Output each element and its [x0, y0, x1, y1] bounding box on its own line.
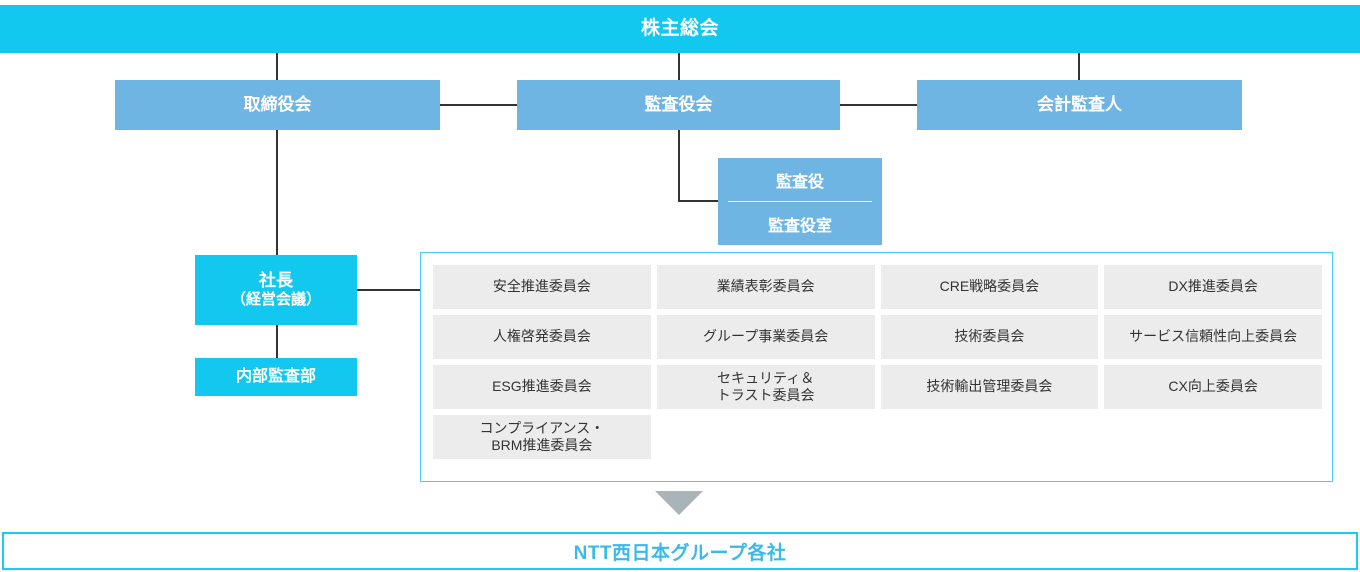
committee-item[interactable]: 安全推進委員会: [433, 265, 651, 309]
board-of-auditors-box: 監査役会: [517, 80, 840, 130]
committee-slot-empty: [1104, 415, 1322, 459]
president-title: 社長: [259, 271, 293, 290]
down-arrow-icon: [655, 491, 703, 515]
accounting-auditor-box: 会計監査人: [917, 80, 1242, 130]
committee-slot-empty: [657, 415, 875, 459]
committee-item[interactable]: セキュリティ＆トラスト委員会: [656, 365, 875, 409]
committee-item[interactable]: 技術委員会: [880, 315, 1099, 359]
connector-top-to-auditors: [678, 53, 680, 80]
president-subtitle: （経営会議）: [230, 291, 321, 309]
auditor-office-label: 監査役室: [767, 217, 832, 235]
connector-top-to-board: [276, 53, 278, 80]
connector-auditors-down: [678, 130, 680, 202]
committee-item[interactable]: DX推進委員会: [1104, 265, 1322, 309]
committee-item[interactable]: CRE戦略委員会: [880, 265, 1099, 309]
committee-slot-empty: [881, 415, 1099, 459]
auditor-label: 監査役: [775, 173, 824, 191]
auditor-stack-box: 監査役 監査役室: [718, 158, 882, 245]
connector-auditors-to-stack: [678, 200, 720, 202]
stack-divider: [728, 201, 872, 202]
connector-board-to-auditors: [440, 104, 517, 106]
committee-item[interactable]: コンプライアンス・BRM推進委員会: [433, 415, 651, 459]
connector-president-to-internal-audit: [276, 325, 278, 358]
group-companies-bar: NTT西日本グループ各社: [2, 532, 1358, 570]
committee-item[interactable]: サービス信頼性向上委員会: [1104, 315, 1322, 359]
president-box: 社長 （経営会議）: [195, 255, 357, 325]
connector-president-to-committees: [357, 289, 420, 291]
committee-item[interactable]: 人権啓発委員会: [433, 315, 651, 359]
committee-item[interactable]: ESG推進委員会: [433, 365, 651, 409]
board-of-directors-box: 取締役会: [115, 80, 440, 130]
connector-auditors-to-accounting-auditor: [840, 104, 917, 106]
connector-top-to-accounting-auditor: [1078, 53, 1080, 80]
shareholders-meeting-bar: 株主総会: [0, 5, 1360, 53]
committee-item[interactable]: 業績表彰委員会: [656, 265, 875, 309]
internal-audit-box: 内部監査部: [195, 358, 357, 396]
connector-board-to-president: [276, 130, 278, 255]
committee-item[interactable]: グループ事業委員会: [656, 315, 875, 359]
committee-item[interactable]: CX向上委員会: [1104, 365, 1322, 409]
committee-item[interactable]: 技術輸出管理委員会: [880, 365, 1099, 409]
